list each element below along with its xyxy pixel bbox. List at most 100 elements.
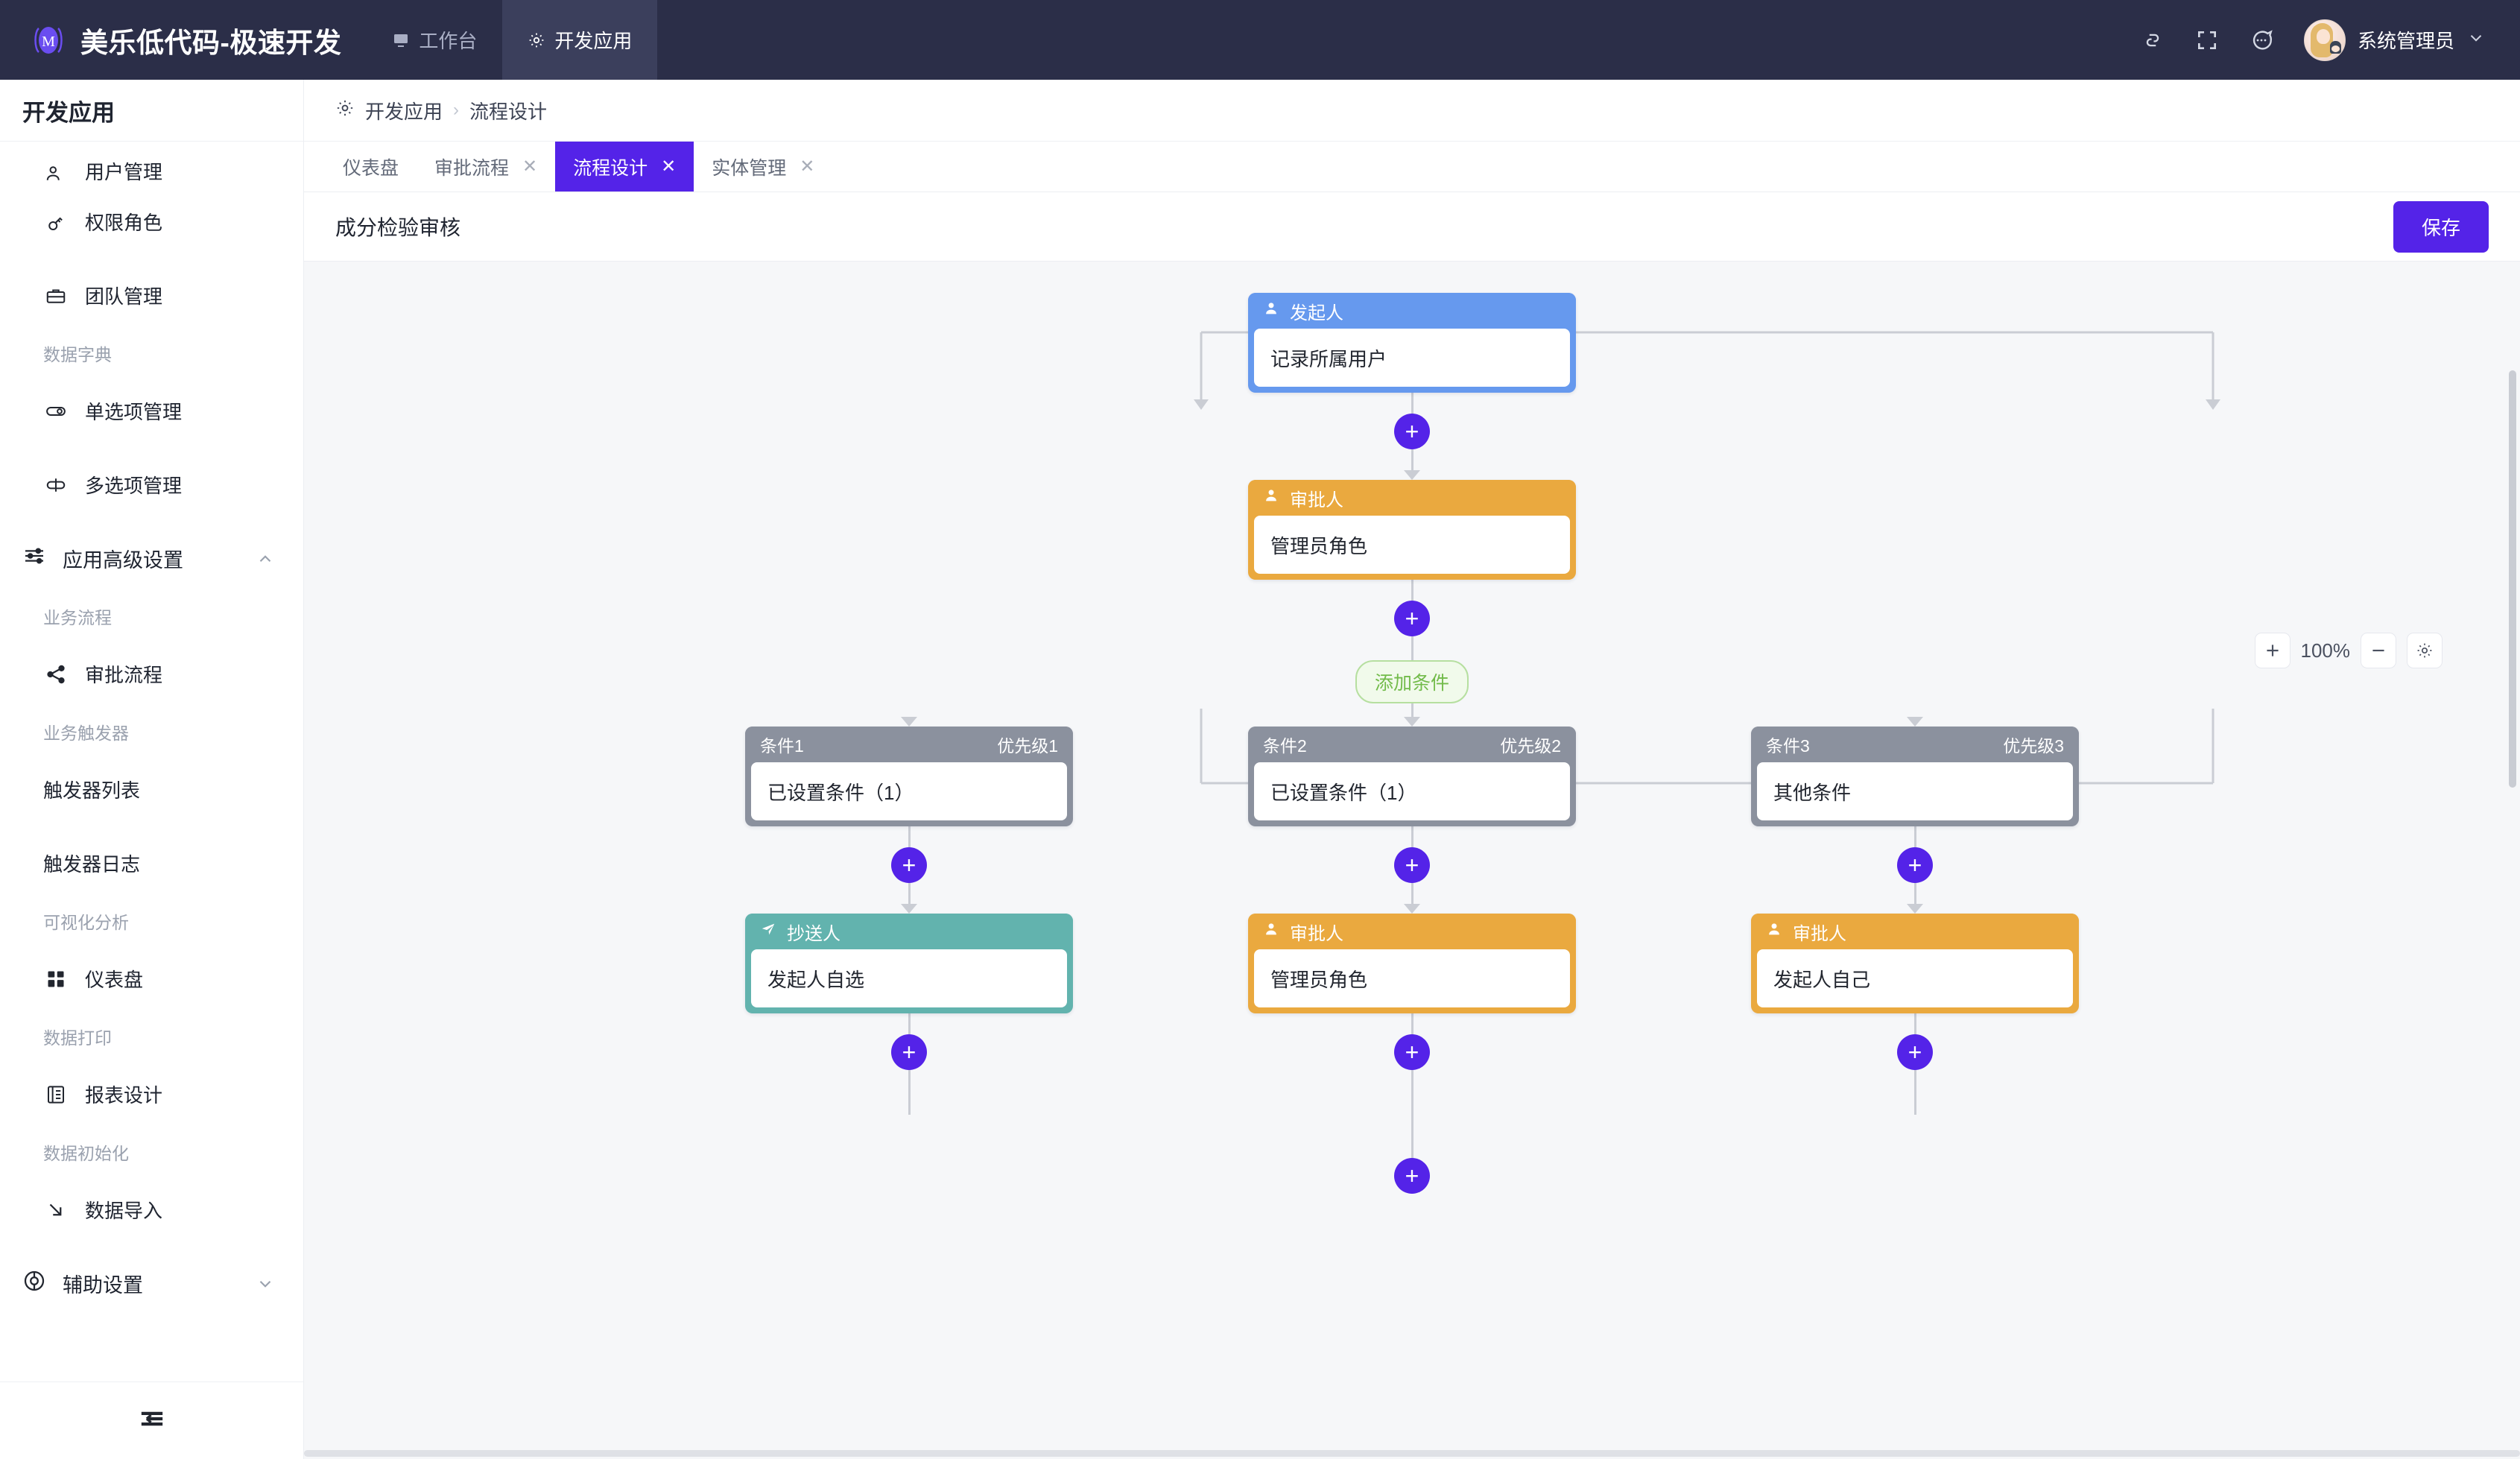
nav-tab-workbench[interactable]: 工作台: [367, 0, 502, 80]
close-icon[interactable]: ✕: [522, 156, 538, 177]
close-icon[interactable]: ✕: [800, 156, 815, 177]
sidebar-item-approval-flow[interactable]: 审批流程: [0, 637, 303, 711]
add-node-button[interactable]: +: [1394, 1034, 1430, 1070]
sidebar-section-advanced-settings[interactable]: 应用高级设置: [0, 522, 303, 595]
breadcrumb-separator: ›: [453, 100, 460, 120]
sidebar-item-report-design[interactable]: 报表设计: [0, 1057, 303, 1131]
connector-starter-to-approver: +: [304, 393, 2520, 480]
sidebar-menu[interactable]: 用户管理 权限角色 团队管理 数据字典: [0, 142, 303, 1382]
flow-node-header: 发起人: [1248, 293, 1576, 329]
flow-node-value[interactable]: 记录所属用户: [1254, 329, 1570, 387]
sidebar-item-trigger-list[interactable]: 触发器列表: [0, 753, 303, 826]
chevron-up-icon[interactable]: [256, 549, 275, 569]
page-tab-entity-management[interactable]: 实体管理 ✕: [694, 142, 832, 192]
branch-column-2: 条件2 优先级2 已设置条件（1） +: [1248, 717, 1576, 1194]
page-tab-flow-design[interactable]: 流程设计 ✕: [555, 142, 694, 192]
chevron-down-icon: [2466, 28, 2486, 51]
topbar-spacer: [657, 0, 2140, 80]
branch-columns: 条件1 优先级1 已设置条件（1） +: [745, 717, 2079, 1194]
flow-node-value[interactable]: 已设置条件（1）: [1254, 762, 1570, 820]
top-nav: 工作台 开发应用: [367, 0, 658, 80]
condition-priority: 优先级1: [997, 736, 1058, 756]
flow-node-role: 发起人: [1290, 303, 1343, 323]
flow-node-condition-3[interactable]: 条件3 优先级3 其他条件: [1751, 727, 2079, 826]
flow-node-starter[interactable]: 发起人 记录所属用户: [1248, 293, 1576, 393]
arrow-down-icon: [1907, 717, 1923, 727]
nav-tab-develop-app[interactable]: 开发应用: [502, 0, 658, 80]
flow-node-approver-3[interactable]: 审批人 发起人自己: [1751, 914, 2079, 1013]
page-tab-approval-flow[interactable]: 审批流程 ✕: [417, 142, 555, 192]
canvas-settings-button[interactable]: [2407, 633, 2443, 668]
connector-branch-3: +: [1751, 826, 2079, 914]
page-tab-label: 流程设计: [573, 157, 648, 179]
sidebar-group-visual-analysis: 可视化分析: [43, 913, 129, 932]
add-node-button[interactable]: +: [1897, 847, 1933, 883]
branch-column-3: 条件3 优先级3 其他条件 +: [1751, 717, 2079, 1194]
vertical-scrollbar[interactable]: [2507, 262, 2518, 1459]
report-icon: [43, 1083, 69, 1106]
sidebar-item-roles[interactable]: 权限角色: [0, 185, 303, 259]
sidebar-group-data-print: 数据打印: [43, 1028, 112, 1048]
link-icon[interactable]: [2140, 28, 2165, 53]
flow-node-approver-2[interactable]: 审批人 管理员角色: [1248, 914, 1576, 1013]
sidebar-item-single-select[interactable]: 单选项管理: [0, 374, 303, 448]
add-condition-button[interactable]: 添加条件: [1355, 660, 1469, 703]
add-node-button[interactable]: +: [1897, 1034, 1933, 1070]
sidebar-item-trigger-log[interactable]: 触发器日志: [0, 826, 303, 900]
sidebar-collapse-button[interactable]: [0, 1382, 303, 1459]
add-node-button[interactable]: +: [891, 847, 927, 883]
flow-node-value[interactable]: 发起人自选: [751, 949, 1067, 1007]
sidebar-item-label: 团队管理: [85, 285, 163, 308]
user-menu[interactable]: 系统管理员: [2303, 19, 2486, 61]
add-node-button[interactable]: +: [1394, 1158, 1430, 1194]
connector-branch-3-end: +: [1751, 1013, 2079, 1115]
add-node-button[interactable]: +: [1394, 414, 1430, 449]
flow-node-condition-1[interactable]: 条件1 优先级1 已设置条件（1）: [745, 727, 1073, 826]
fullscreen-icon[interactable]: [2195, 28, 2219, 52]
chat-icon[interactable]: [2249, 28, 2274, 53]
add-node-button[interactable]: +: [1394, 601, 1430, 636]
send-icon: [760, 921, 776, 943]
flow-node-approver-main[interactable]: 审批人 管理员角色: [1248, 480, 1576, 580]
flow-node-value[interactable]: 其他条件: [1757, 762, 2073, 820]
body: 开发应用 用户管理 权限角色: [0, 80, 2520, 1459]
breadcrumb-root[interactable]: 开发应用: [365, 100, 443, 123]
main-area: 开发应用 › 流程设计 仪表盘 审批流程 ✕ 流程设计 ✕ 实体管理 ✕ 成分检…: [304, 80, 2520, 1459]
monitor-icon: [392, 31, 410, 49]
condition-name: 条件1: [760, 736, 804, 756]
flow-node-condition-2[interactable]: 条件2 优先级2 已设置条件（1）: [1248, 727, 1576, 826]
sidebar-section-helper-settings[interactable]: 辅助设置: [0, 1247, 303, 1320]
add-node-button[interactable]: +: [891, 1034, 927, 1070]
flow-node-value[interactable]: 管理员角色: [1254, 516, 1570, 574]
save-button[interactable]: 保存: [2393, 200, 2489, 253]
sidebar-item-label: 数据导入: [85, 1200, 163, 1222]
chevron-down-icon[interactable]: [256, 1274, 275, 1294]
sidebar-item-team[interactable]: 团队管理: [0, 259, 303, 332]
sidebar-item-label: 用户管理: [85, 161, 163, 183]
sidebar-item-label: 触发器列表: [43, 779, 141, 802]
flow-node-value[interactable]: 管理员角色: [1254, 949, 1570, 1007]
person-icon: [1263, 487, 1279, 509]
person-icon: [1263, 921, 1279, 943]
flow-canvas[interactable]: 100%: [304, 262, 2520, 1459]
arrow-down-icon: [901, 904, 917, 914]
sidebar-section-label: 应用高级设置: [63, 549, 183, 572]
sidebar-header: 开发应用: [0, 80, 303, 142]
sidebar-item-user-management[interactable]: 用户管理: [0, 142, 303, 185]
zoom-in-button[interactable]: [2254, 633, 2291, 668]
sidebar-item-data-import[interactable]: 数据导入: [0, 1173, 303, 1247]
sidebar-item-label: 单选项管理: [85, 401, 183, 423]
page-tab-dashboard[interactable]: 仪表盘: [325, 142, 417, 192]
horizontal-scrollbar[interactable]: [304, 1449, 2520, 1458]
sidebar-item-multi-select[interactable]: 多选项管理: [0, 448, 303, 522]
flow-node-value[interactable]: 已设置条件（1）: [751, 762, 1067, 820]
gear-icon: [335, 98, 355, 123]
zoom-level: 100%: [2300, 639, 2351, 662]
add-node-button[interactable]: +: [1394, 847, 1430, 883]
flow-node-value[interactable]: 发起人自己: [1757, 949, 2073, 1007]
close-icon[interactable]: ✕: [661, 156, 677, 177]
arrow-down-icon: [1404, 717, 1420, 727]
flow-node-cc-1[interactable]: 抄送人 发起人自选: [745, 914, 1073, 1013]
zoom-out-button[interactable]: [2361, 633, 2396, 668]
sidebar-item-dashboard[interactable]: 仪表盘: [0, 942, 303, 1016]
